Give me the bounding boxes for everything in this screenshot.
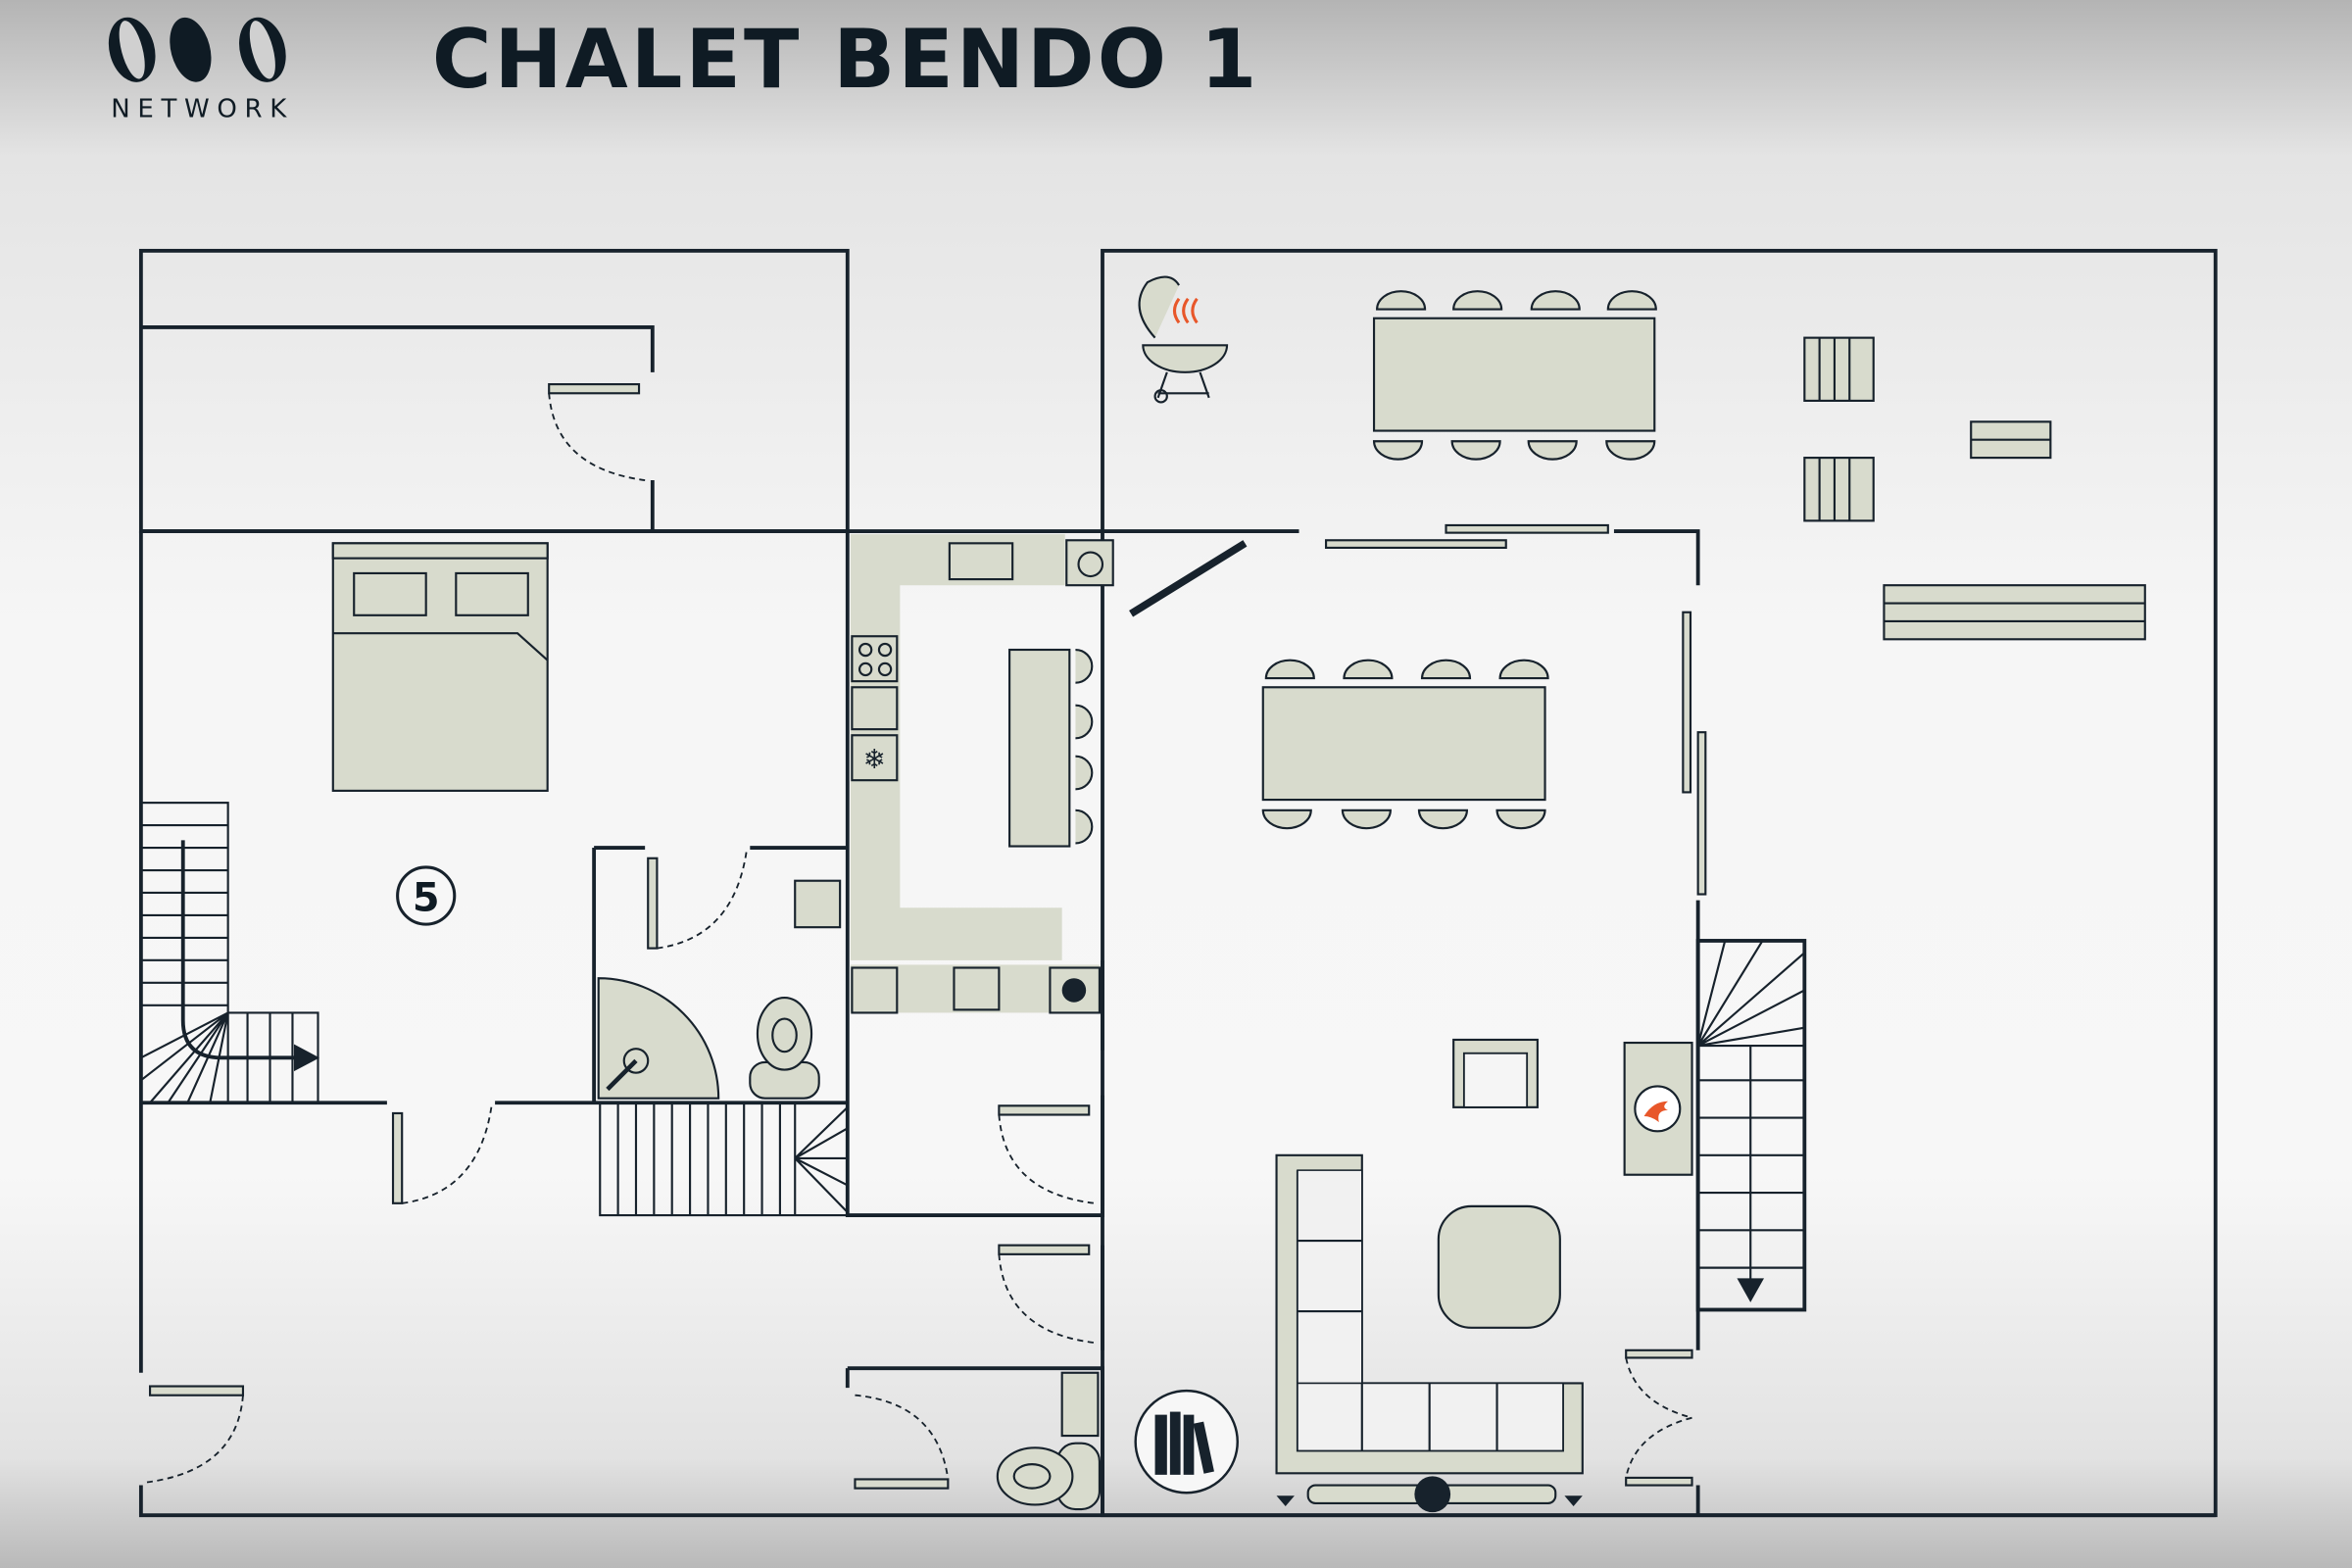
bar-stools [1075,648,1094,845]
sofa [1275,1153,1584,1475]
lower-bathroom [996,1371,1102,1511]
stairs-left [139,802,320,1104]
cooktop-icon [851,635,899,683]
fireplace [1623,1041,1693,1176]
sink-icon [1060,1371,1100,1438]
room-badge: 5 [396,865,457,926]
microwave-icon [851,686,899,731]
sink-icon [953,966,1001,1011]
arrow-icon [294,1044,320,1072]
doors [146,383,1707,1490]
dishwasher-icon [851,966,899,1014]
books-icon [1134,1389,1239,1494]
bed [331,542,549,792]
ottoman [1437,1204,1561,1329]
stairs-right [1695,939,1807,1312]
kitchen: ❄ [850,534,1114,1014]
armchair [1452,1038,1539,1108]
sink-icon [948,542,1014,581]
wine-fridge-icon [1065,539,1114,587]
toilet-icon [996,1446,1074,1506]
stairs-center [599,1102,849,1217]
logo-mark [108,17,286,82]
toilet-icon [756,997,813,1071]
svg-text:❄: ❄ [863,744,886,774]
music-icon [1414,1476,1451,1513]
dining-table [1261,659,1549,830]
freezer-icon [851,734,899,782]
sink-icon [794,879,842,929]
kitchen-island [1008,648,1071,848]
logo-text: NETWORK [111,95,294,124]
room-number: 5 [413,875,440,920]
page-title: CHALET BENDO 1 [432,13,1260,107]
tv-soundbar [1276,1476,1583,1513]
bbq-grill-icon [1138,275,1229,404]
logo: NETWORK [108,17,294,124]
fire-icon [1643,1101,1669,1123]
arrow-icon [1737,1278,1764,1302]
loungers [1803,336,2146,641]
bathroom [597,879,842,1100]
terrace-table [1372,290,1657,461]
walls [138,248,2218,1518]
